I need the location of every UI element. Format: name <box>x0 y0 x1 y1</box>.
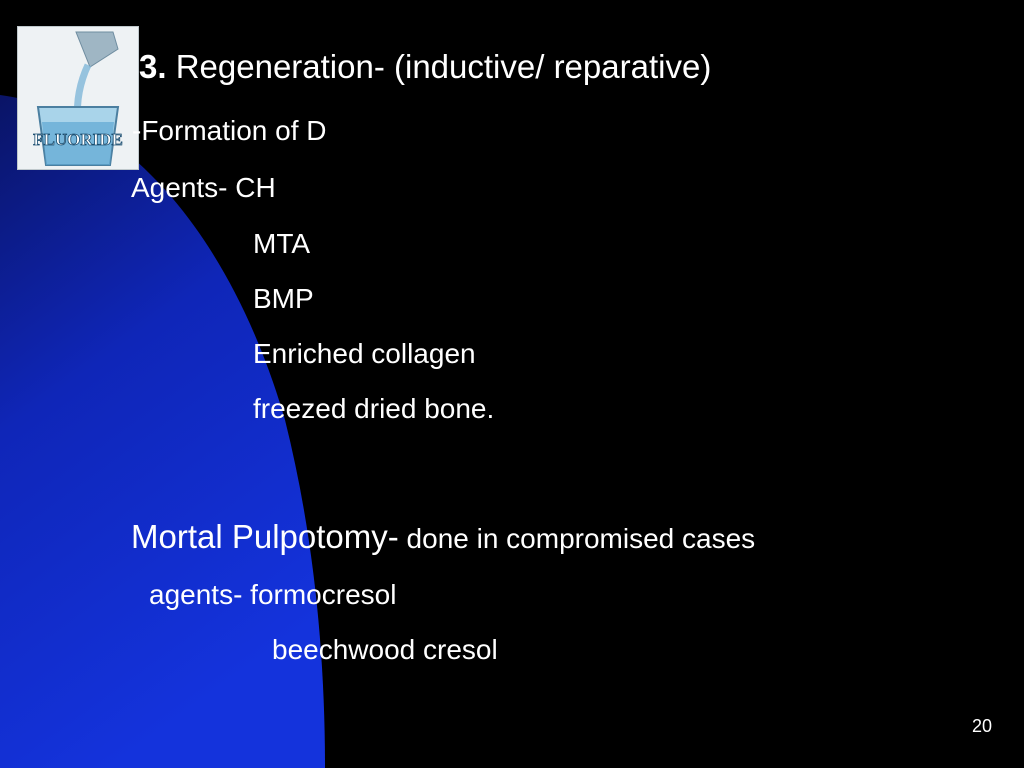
svg-text:FLUORIDE: FLUORIDE <box>33 130 123 149</box>
agent-beechwood: beechwood cresol <box>272 634 498 665</box>
formation-line: -Formation of D <box>132 115 327 146</box>
heading-text: Regeneration- (inductive/ reparative) <box>166 48 712 85</box>
agent-mta: MTA <box>253 228 311 259</box>
agents-line: Agents- CH <box>131 172 276 203</box>
heading-number: 3. <box>139 48 167 85</box>
page-number: 20 <box>971 716 992 736</box>
fluoride-logo: FLUORIDE <box>17 26 139 170</box>
mortal-pulpotomy-heading: Mortal Pulpotomy- done in compromised ca… <box>131 520 755 553</box>
agent-bone: freezed dried bone. <box>253 393 495 424</box>
mortal-description: done in compromised cases <box>398 523 756 554</box>
agent-collagen: Enriched collagen <box>253 338 476 369</box>
slide-heading: 3. Regeneration- (inductive/ reparative) <box>139 50 711 83</box>
water-glass-icon: FLUORIDE <box>18 27 138 169</box>
agent-bmp: BMP <box>253 283 314 314</box>
mortal-agents-line: agents- formocresol <box>149 579 397 610</box>
mortal-title: Mortal Pulpotomy- <box>131 518 399 555</box>
